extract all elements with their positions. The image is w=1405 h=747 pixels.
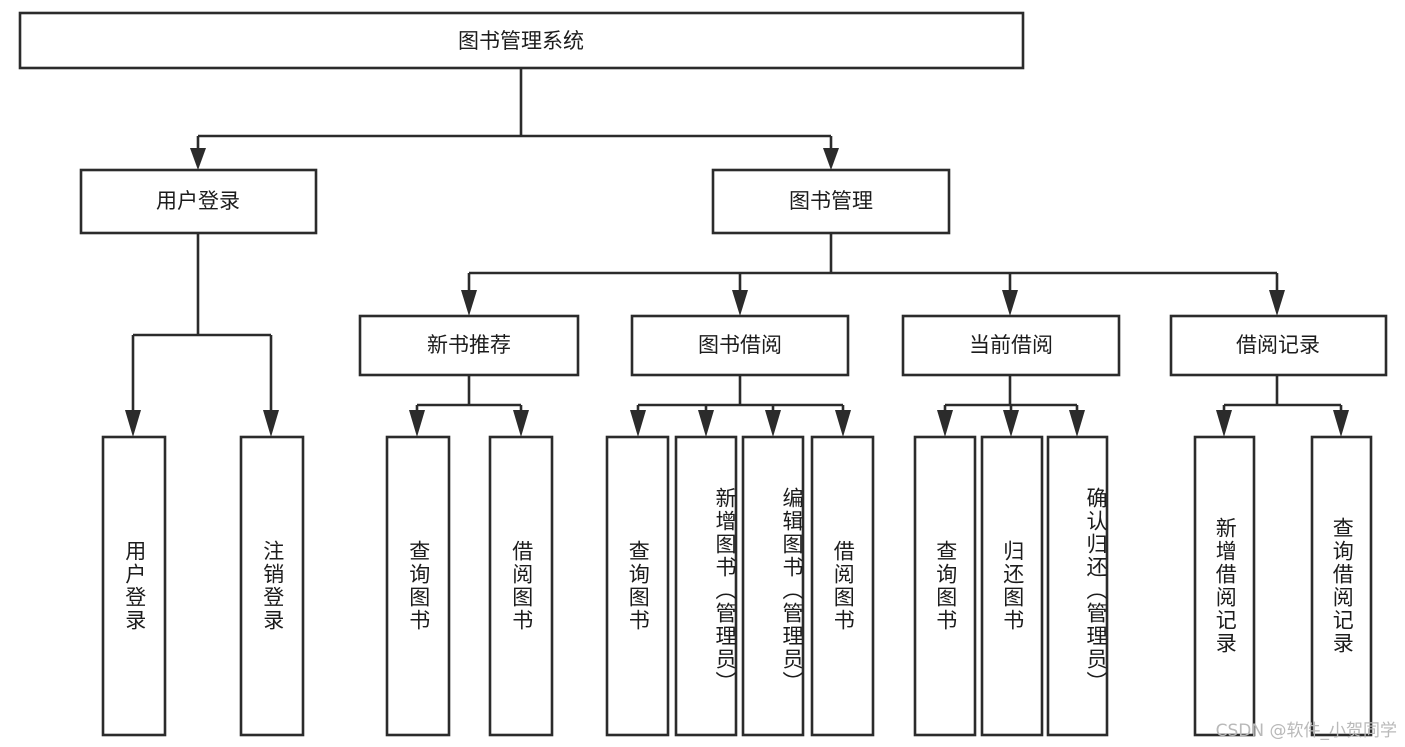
node-box-leaf-logout[interactable]	[239, 435, 305, 737]
node-box-leaf-add-record[interactable]	[1193, 435, 1256, 737]
node-box-leaf-confirm-return[interactable]	[1046, 435, 1109, 737]
arrow-head-book-borrow	[732, 290, 748, 316]
arrow-head-leaf-query-book-3	[937, 410, 953, 437]
arrow-head-leaf-logout	[263, 410, 279, 437]
connector-group-current-borrow	[937, 375, 1085, 437]
node-box-user-login[interactable]	[79, 168, 318, 235]
node-box-leaf-query-book-2[interactable]	[605, 435, 670, 737]
node-box-leaf-user-login[interactable]	[101, 435, 167, 737]
node-label-user-login: 用户登录	[156, 189, 240, 213]
connector-group-book-borrow	[630, 375, 851, 437]
arrow-head-new-book-recommend	[461, 290, 477, 316]
node-box-leaf-query-book-1[interactable]	[385, 435, 451, 737]
connector-group-user-login	[125, 233, 279, 437]
arrow-head-leaf-add-book	[698, 410, 714, 437]
connector-group-root	[190, 68, 839, 170]
arrow-head-leaf-borrow-book-2	[835, 410, 851, 437]
node-box-book-manage[interactable]	[711, 168, 951, 235]
arrow-head-current-borrow	[1002, 290, 1018, 316]
arrow-head-leaf-borrow-book-1	[513, 410, 529, 437]
node-box-current-borrow[interactable]	[901, 314, 1121, 377]
arrow-head-leaf-add-record	[1216, 410, 1232, 437]
node-box-root[interactable]	[18, 11, 1025, 70]
connector-group-new-book-recommend	[409, 375, 529, 437]
node-box-leaf-query-record[interactable]	[1310, 435, 1373, 737]
arrow-head-leaf-edit-book	[765, 410, 781, 437]
csdn-watermark: CSDN @软件_小贺同学	[1215, 721, 1397, 741]
arrow-head-borrow-record	[1269, 290, 1285, 316]
node-box-leaf-return-book[interactable]	[980, 435, 1044, 737]
node-label-new-book-recommend: 新书推荐	[427, 333, 511, 357]
arrow-head-user-login	[190, 148, 206, 170]
arrow-head-leaf-return-book	[1003, 410, 1019, 437]
node-label-book-borrow: 图书借阅	[698, 333, 782, 357]
arrow-head-leaf-user-login	[125, 410, 141, 437]
node-box-borrow-record[interactable]	[1169, 314, 1388, 377]
node-box-leaf-query-book-3[interactable]	[913, 435, 977, 737]
arrow-head-leaf-confirm-return	[1069, 410, 1085, 437]
node-label-current-borrow: 当前借阅	[969, 333, 1053, 357]
arrow-head-leaf-query-book-1	[409, 410, 425, 437]
connector-group-borrow-record	[1216, 375, 1349, 437]
node-box-leaf-add-book[interactable]	[674, 435, 738, 737]
node-box-leaf-borrow-book-1[interactable]	[488, 435, 554, 737]
node-label-root: 图书管理系统	[458, 29, 584, 53]
node-label-book-manage: 图书管理	[789, 189, 873, 213]
node-box-leaf-borrow-book-2[interactable]	[810, 435, 875, 737]
arrow-head-book-manage	[823, 148, 839, 170]
node-box-new-book-recommend[interactable]	[358, 314, 580, 377]
arrow-head-leaf-query-record	[1333, 410, 1349, 437]
node-box-book-borrow[interactable]	[630, 314, 850, 377]
arrow-head-leaf-query-book-2	[630, 410, 646, 437]
node-box-leaf-edit-book[interactable]	[741, 435, 805, 737]
connector-group-book-manage	[461, 233, 1285, 316]
node-label-borrow-record: 借阅记录	[1236, 333, 1320, 357]
